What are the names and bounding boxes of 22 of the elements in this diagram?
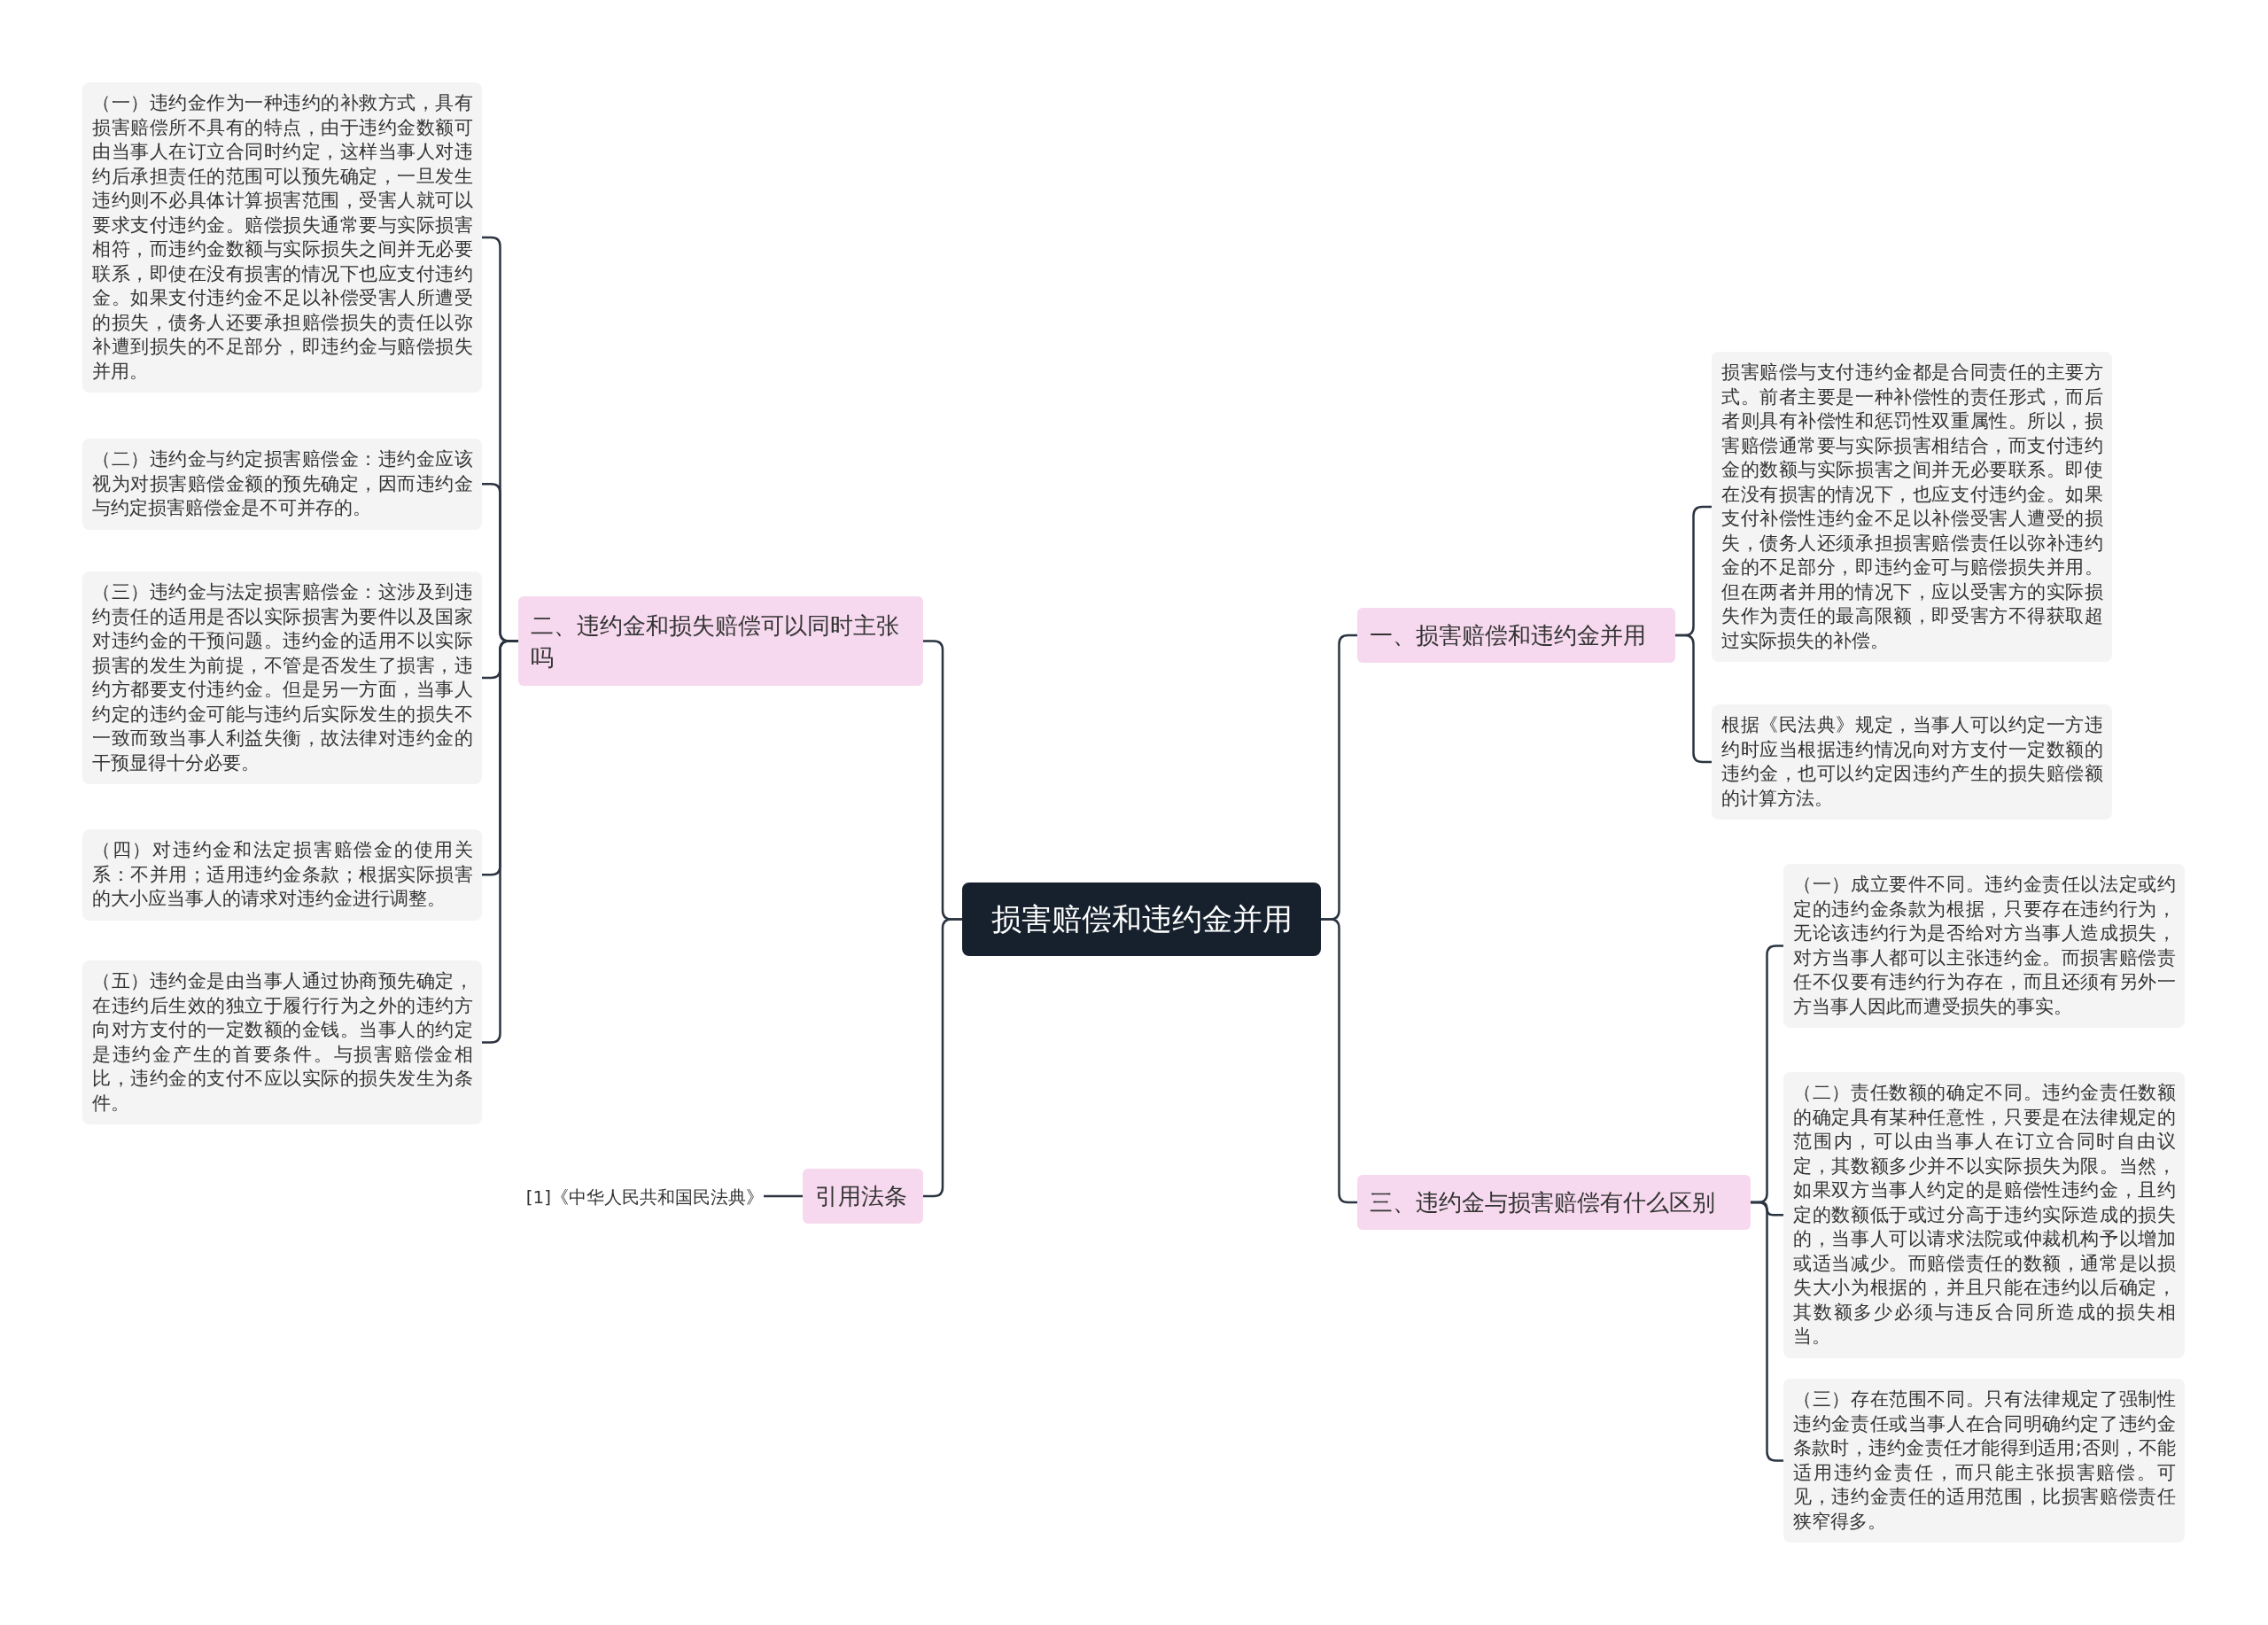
note-card: 根据《民法典》规定，当事人可以约定一方违约时应当根据违约情况向对方支付一定数额的违约金，也可以约定因违约产生的损失赔偿额的计算方法。	[1712, 704, 2112, 820]
branch-topic-box: 一、损害赔偿和违约金并用	[1357, 608, 1675, 663]
citation-text: [1]《中华人民共和国民法典》	[483, 1178, 764, 1216]
note-card: （二）责任数额的确定不同。违约金责任数额的确定具有某种任意性，只要是在法律规定的范围内，可以由当事人在订立合同时自由议定，其数额多少并不以实际损失为限。当然，如果双方当事人约定的是赔偿性违约金，且约定的数额低于或过分高于违约实际造成的损失的，当事人可以请求法院或仲裁机构予以增加或适当减少。而赔偿责任的数额，通常是以损失大小为根据的，并且只能在违约以后确定，其数额多少必须与违反合同所造成的损失相当。	[1783, 1072, 2185, 1358]
connector-line	[1675, 634, 1712, 764]
branch-topic-box: 引用法条	[803, 1169, 923, 1224]
note-card: （四）对违约金和法定损害赔偿金的使用关系：不并用；适用违约金条款；根据实际损害的大小应当事人的请求对违约金进行调整。	[82, 829, 482, 921]
note-card: （三）存在范围不同。只有法律规定了强制性违约金责任或当事人在合同明确约定了违约金条款时，违约金责任才能得到适用;否则，不能适用违约金责任，而只能主张损害赔偿。可见，违约金责任的适用范围，比损害赔偿责任狭窄得多。	[1783, 1379, 2185, 1543]
connector-line	[764, 1194, 803, 1198]
branch-topic-box: 三、违约金与损害赔偿有什么区别	[1357, 1175, 1751, 1230]
connector-line	[482, 640, 518, 1044]
root-topic-box: 损害赔偿和违约金并用	[962, 882, 1321, 956]
connector-line	[1751, 1201, 1783, 1462]
connector-line	[923, 918, 962, 1198]
note-card: （五）违约金是由当事人通过协商预先确定，在违约后生效的独立于履行行为之外的违约方向对方支付的一定数额的金钱。当事人的约定是违约金产生的首要条件。与损害赔偿金相比，违约金的支付不应以实际的损失发生为条件。	[82, 960, 482, 1124]
note-card: （一）成立要件不同。违约金责任以法定或约定的违约金条款为根据，只要存在违约行为，无论该违约行为是否给对方当事人造成损失，对方当事人都可以主张违约金。而损害赔偿责任不仅要有违约行为存在，而且还须有另外一方当事人因此而遭受损失的事实。	[1783, 864, 2185, 1028]
note-card: 损害赔偿与支付违约金都是合同责任的主要方式。前者主要是一种补偿性的责任形式，而后者则具有补偿性和惩罚性双重属性。所以，损害赔偿通常要与实际损害相结合，而支付违约金的数额与实际损害之间并无必要联系。即使在没有损害的情况下，也应支付违约金。如果支付补偿性违约金不足以补偿受害人遭受的损失，债务人还须承担损害赔偿责任以弥补违约金的不足部分，即违约金可与赔偿损失并用。但在两者并用的情况下，应以受害方的实际损失作为责任的最高限额，即受害方不得获取超过实际损失的补偿。	[1712, 352, 2112, 662]
note-card: （三）违约金与法定损害赔偿金：这涉及到违约责任的适用是否以实际损害为要件以及国家对违约金的干预问题。违约金的适用不以实际损害的发生为前提，不管是否发生了损害，违约方都要支付违约金。但是另一方面，当事人约定的违约金可能与违约后实际发生的损失不一致而致当事人利益失衡，故法律对违约金的干预显得十分必要。	[82, 571, 482, 784]
branch-topic-box: 二、违约金和损失赔偿可以同时主张吗	[518, 596, 923, 686]
note-card: （一）违约金作为一种违约的补救方式，具有损害赔偿所不具有的特点，由于违约金数额可由当事人在订立合同时约定，这样当事人对违约后承担责任的范围可以预先确定，一旦发生违约则不必具体计算损害范围，受害人就可以要求支付违约金。赔偿损失通常要与实际损害相符，而违约金数额与实际损失之间并无必要联系，即使在没有损害的情况下也应支付违约金。如果支付违约金不足以补偿受害人所遭受的损失，债务人还要承担赔偿损失的责任以弥补遭到损失的不足部分，即违约金与赔偿损失并用。	[82, 82, 482, 393]
connector-line	[1321, 918, 1357, 1204]
note-card: （二）违约金与约定损害赔偿金：违约金应该视为对损害赔偿金额的预先确定，因而违约金与约定损害赔偿金是不可并存的。	[82, 439, 482, 530]
